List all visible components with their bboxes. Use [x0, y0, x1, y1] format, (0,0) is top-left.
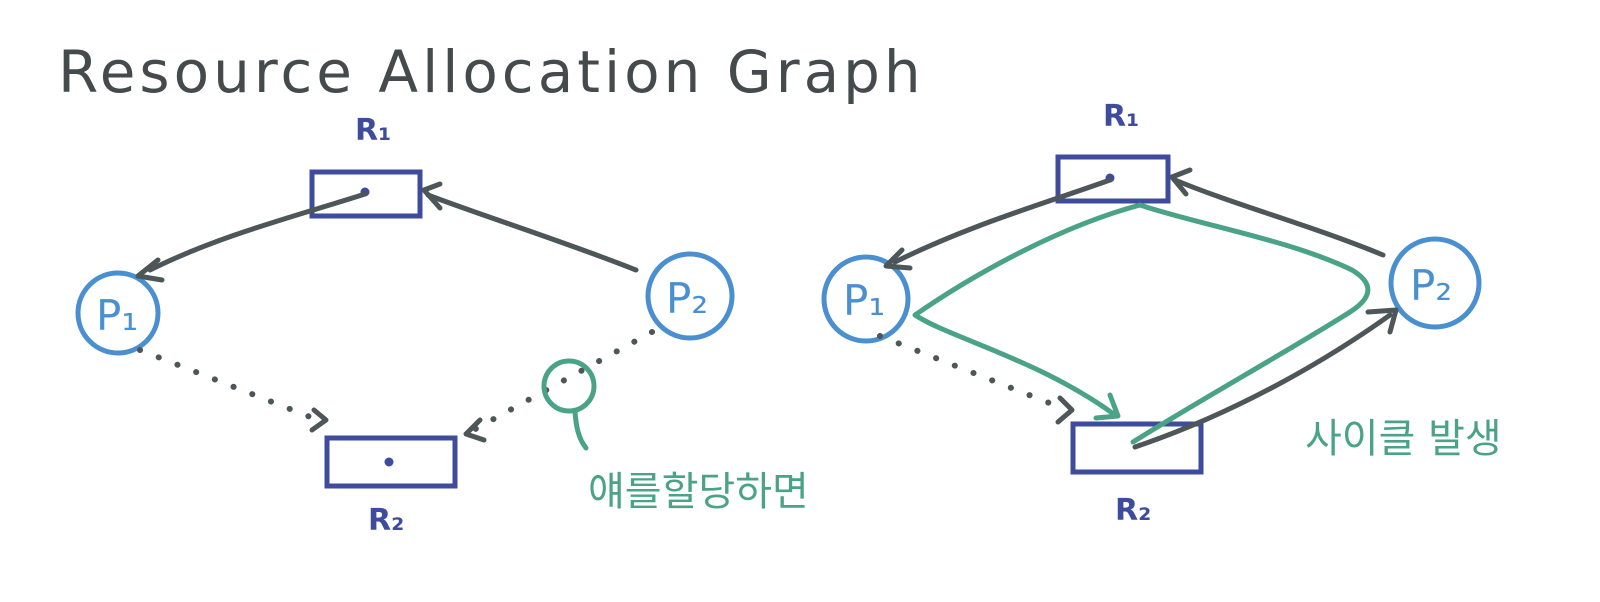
left-process-p2-label: P₂: [666, 274, 708, 323]
left-edge-r1-to-p1: [147, 191, 368, 273]
left-resource-r1-box: [309, 169, 423, 219]
left-arrowhead-p1: [135, 257, 165, 283]
left-resource-r2-label: R₂: [368, 503, 404, 538]
right-arrowhead-r2-from-p1: [1055, 395, 1075, 425]
left-highlight-pointer: [572, 409, 589, 451]
left-process-p1-label: P₁: [96, 291, 138, 340]
right-process-p1-circle: [821, 254, 911, 344]
right-resource-r1-box: [1055, 154, 1171, 204]
right-process-p2-label: P₂: [1410, 261, 1452, 310]
right-graph: R₁ R₂ P₁ P₂ 사이클 발생: [821, 99, 1502, 528]
left-claim-edge-p1-to-r2: [137, 347, 321, 423]
right-edge-p2-to-r1: [1172, 177, 1386, 258]
right-process-p1-label: P₁: [843, 276, 885, 325]
left-resource-r1-label: R₁: [355, 113, 391, 148]
right-claim-edge-p1-to-r2: [877, 333, 1065, 411]
right-annotation-note: 사이클 발생: [1305, 416, 1502, 462]
right-arrowhead-r1: [1169, 167, 1193, 197]
left-resource-r2-box: [324, 435, 458, 489]
right-edge-r1-to-p1: [892, 177, 1113, 265]
left-process-p2-circle: [645, 251, 735, 341]
right-process-p2-circle: [1388, 236, 1482, 330]
right-resource-r2-box: [1070, 421, 1204, 475]
left-arrowhead-r1: [421, 181, 443, 211]
left-arrowhead-r2-from-p1: [309, 407, 329, 433]
left-claim-edge-p2-to-r2: [467, 329, 655, 435]
right-arrowhead-p1: [883, 247, 913, 271]
left-annotation-note: 얘를할당하면: [588, 469, 809, 515]
right-cycle-arrowhead: [1093, 392, 1121, 421]
right-arrowhead-p2: [1365, 307, 1399, 335]
left-resource-r2-instance: [384, 457, 394, 467]
right-cycle-loop: [912, 202, 1371, 445]
right-edge-r2-to-p2: [1132, 312, 1393, 450]
left-process-p1-circle: [75, 270, 161, 356]
right-resource-r1-label: R₁: [1103, 99, 1139, 134]
right-resource-r2-label: R₂: [1115, 493, 1151, 528]
left-arrowhead-r2-from-p2: [463, 417, 487, 443]
page-title: Resource Allocation Graph: [58, 38, 925, 106]
left-highlight-circle: [541, 358, 597, 414]
left-graph: R₁ R₂ P₁ P₂ 얘를할당하면: [75, 113, 809, 538]
left-edge-p2-to-r1: [425, 192, 639, 273]
